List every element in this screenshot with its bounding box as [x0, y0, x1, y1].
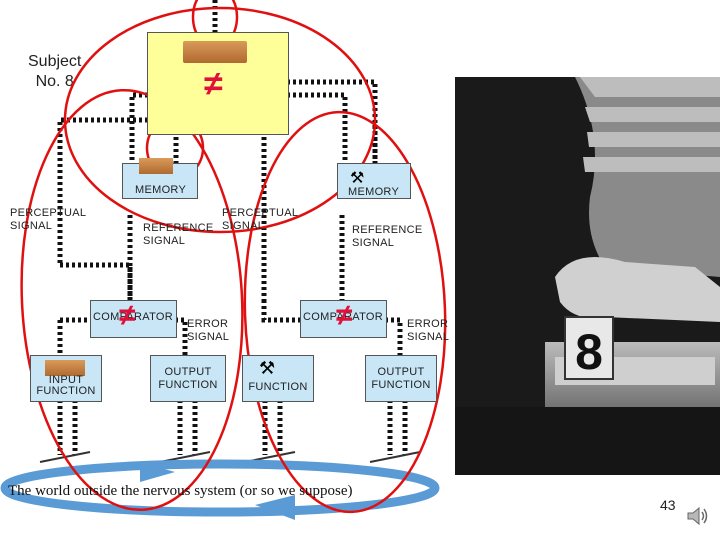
subject-label: Subject No. 8 [28, 52, 81, 92]
wood-block-icon [183, 41, 247, 63]
left-output-function-box: OUTPUT FUNCTION [150, 355, 226, 402]
right-reference-signal: REFERENCE SIGNAL [352, 224, 423, 249]
page-number: 43 [660, 497, 676, 513]
wire-top-left [129, 92, 148, 165]
hammer-icon: ⚒ [350, 170, 365, 187]
left-error-signal: ERROR SIGNAL [187, 318, 230, 343]
right-perceptual-signal: PERCEPTUAL SIGNAL [222, 207, 299, 232]
left-memory-box: MEMORY [122, 158, 198, 199]
subject-line1: Subject [28, 53, 82, 70]
not-equal-symbol-top: ≠ [204, 65, 223, 103]
left-comparator-label: COMPARATOR [93, 311, 174, 323]
left-reference-signal: REFERENCE SIGNAL [143, 222, 214, 247]
not-equal-symbol-left: ≠ [119, 299, 136, 332]
environment-loop-arrow [0, 459, 440, 520]
environment-caption: The world outside the nervous system (or… [8, 483, 353, 499]
hammer-icon: ⚒ [259, 358, 276, 378]
wood-block-icon [45, 360, 85, 376]
right-memory-label: MEMORY [348, 186, 400, 198]
right-output-function-box: OUTPUT FUNCTION [365, 355, 437, 402]
right-memory-box: ⚒ MEMORY [337, 163, 411, 199]
right-comparator-label: COMPARATOR [303, 311, 384, 323]
highlight-ellipses [20, 0, 447, 514]
photo-drawing: 8 [455, 77, 720, 475]
left-memory-label: MEMORY [135, 184, 187, 196]
not-equal-symbol-right: ≠ [336, 299, 353, 332]
right-error-signal: ERROR SIGNAL [407, 318, 450, 343]
card-digit: 8 [575, 324, 603, 380]
subject-line2: No. 8 [35, 73, 74, 90]
wood-block-icon [139, 158, 173, 174]
left-input-function-box: INPUT FUNCTION [30, 355, 102, 402]
right-comparator-box: COMPARATOR ≠ [300, 299, 387, 338]
top-level-box: ≠ [147, 32, 289, 135]
left-comparator-box: COMPARATOR ≠ [90, 299, 177, 338]
right-input-function-box: ⚒ FUNCTION [242, 355, 314, 402]
speaker-icon[interactable] [686, 505, 710, 527]
left-perceptual-signal: PERCEPTUAL SIGNAL [10, 207, 87, 232]
experiment-photo: 8 [455, 77, 720, 475]
